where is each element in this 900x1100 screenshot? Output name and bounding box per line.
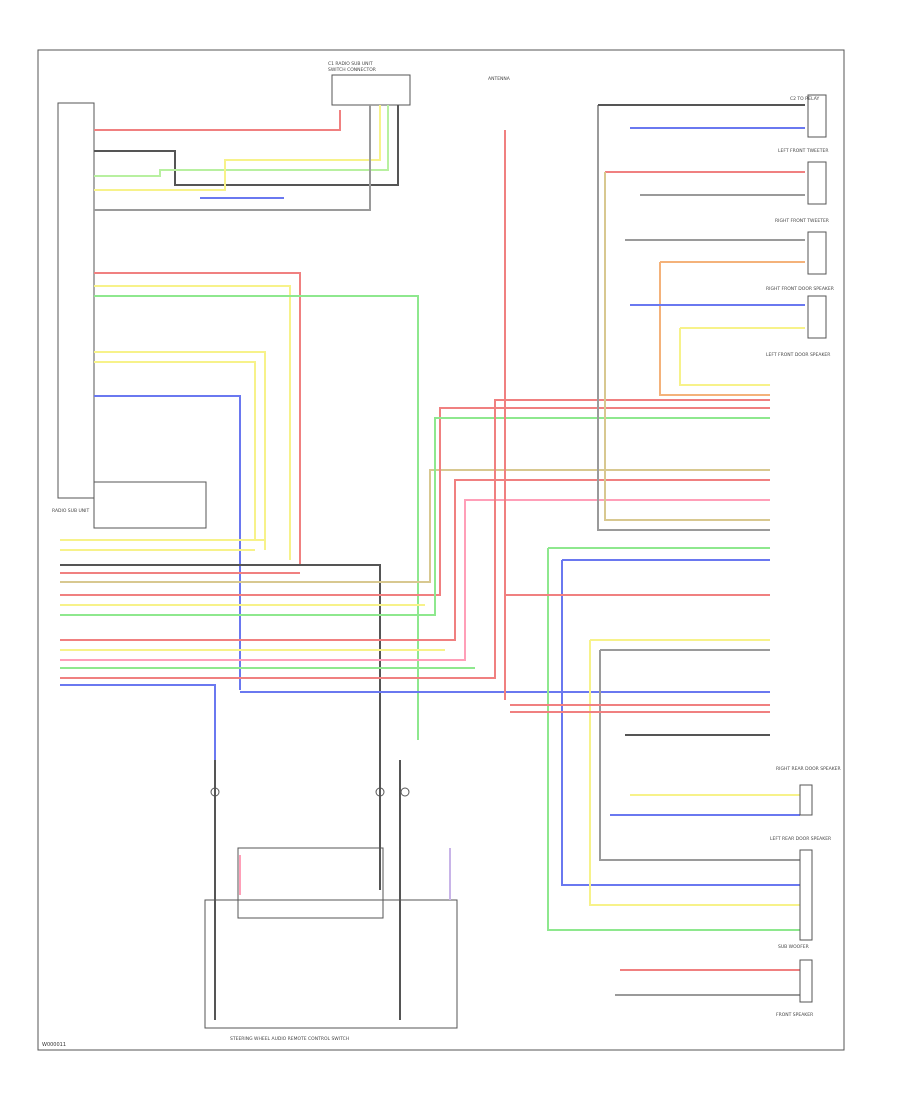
lr-door-label: LEFT REAR DOOR SPEAKER (770, 836, 831, 842)
wires-right-middle (505, 547, 800, 996)
sub-woofer-label: SUB WOOFER (778, 944, 809, 950)
lf-tweeter-label: LEFT FRONT TWEETER (778, 148, 828, 154)
svg-text:SWITCH CONNECTOR: SWITCH CONNECTOR (328, 67, 376, 73)
right-speaker-boxes (807, 94, 827, 339)
diagram-frame (37, 49, 845, 1051)
radio-unit-label: RADIO SUB UNIT (52, 508, 89, 514)
right-lower-boxes (799, 784, 813, 1003)
rf-tweeter-label: RIGHT FRONT TWEETER (775, 218, 829, 224)
radio-unit-block (57, 102, 95, 499)
rr-door-label: RIGHT REAR DOOR SPEAKER (776, 766, 841, 772)
wires-center-bus (60, 399, 770, 890)
diagram-code: W000011 (42, 1042, 66, 1048)
radio-lower-block (93, 481, 207, 529)
wires-left-middle (94, 272, 419, 740)
top-connector-block: C1 RADIO SUB UNIT SWITCH CONNECTOR (328, 61, 411, 106)
svg-text:C1 RADIO SUB UNIT: C1 RADIO SUB UNIT (328, 61, 373, 67)
rf-door-label: RIGHT FRONT DOOR SPEAKER (766, 286, 834, 292)
steering-switch-block (204, 760, 458, 1029)
wires-top-left (94, 105, 399, 211)
lf-door-label: LEFT FRONT DOOR SPEAKER (766, 352, 830, 358)
antenna-label: ANTENNA (488, 76, 511, 82)
wires-right-top (597, 104, 805, 531)
upper-right-label: C2 TO RELAY (790, 96, 819, 102)
steering-switch-label: STEERING WHEEL AUDIO REMOTE CONTROL SWIT… (230, 1036, 349, 1042)
front-speaker-label: FRONT SPEAKER (776, 1012, 813, 1018)
